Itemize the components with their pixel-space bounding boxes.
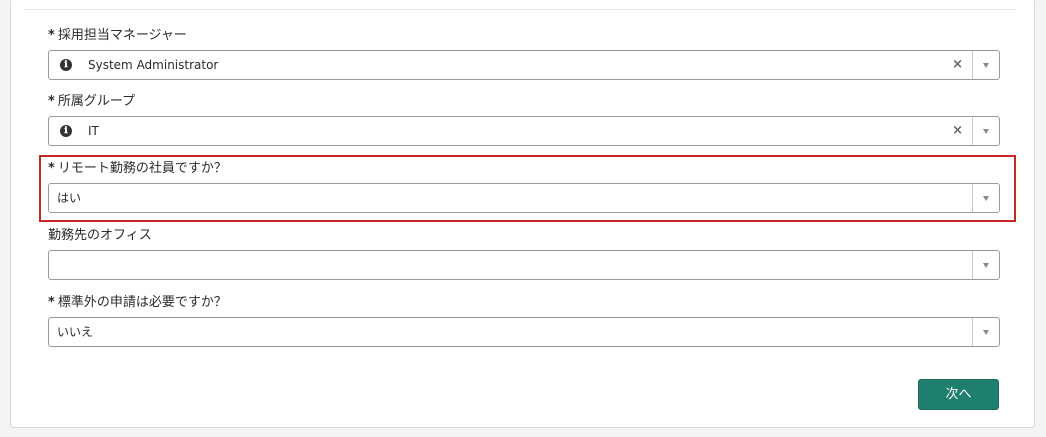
dropdown-toggle[interactable] <box>972 51 999 79</box>
nonstandard-request-label-text: 標準外の申請は必要ですか？ <box>57 295 227 310</box>
group-label-text: 所属グループ <box>57 94 136 109</box>
chevron-down-icon <box>983 196 989 201</box>
office-label: 勤務先のオフィス <box>48 228 152 244</box>
hiring-manager-select[interactable]: ℹ System Administrator × <box>48 50 1000 80</box>
remote-worker-value: はい <box>57 191 82 205</box>
group-value: IT <box>88 124 99 138</box>
dropdown-toggle[interactable] <box>972 318 999 346</box>
office-select[interactable] <box>48 250 1000 280</box>
clear-icon[interactable]: × <box>952 123 963 138</box>
required-mark: * <box>48 161 55 176</box>
chevron-down-icon <box>983 330 989 335</box>
group-select[interactable]: ℹ IT × <box>48 116 1000 146</box>
remote-worker-label-text: リモート勤務の社員ですか？ <box>57 161 227 176</box>
group-label: *所属グループ <box>48 94 135 110</box>
clear-icon[interactable]: × <box>952 57 963 72</box>
nonstandard-request-label: *標準外の申請は必要ですか？ <box>48 295 227 311</box>
dropdown-toggle[interactable] <box>972 251 999 279</box>
required-mark: * <box>48 94 55 109</box>
dropdown-toggle[interactable] <box>972 117 999 145</box>
hiring-manager-value: System Administrator <box>88 58 219 72</box>
required-mark: * <box>48 295 55 310</box>
office-label-text: 勤務先のオフィス <box>48 228 152 243</box>
chevron-down-icon <box>983 63 989 68</box>
dropdown-toggle[interactable] <box>972 184 999 212</box>
next-button[interactable]: 次へ <box>918 379 999 410</box>
hiring-manager-label-text: 採用担当マネージャー <box>57 28 187 43</box>
chevron-down-icon <box>983 263 989 268</box>
hiring-manager-label: *採用担当マネージャー <box>48 28 187 44</box>
nonstandard-request-select[interactable]: いいえ <box>48 317 1000 347</box>
top-divider <box>24 9 1017 10</box>
chevron-down-icon <box>983 129 989 134</box>
remote-worker-select[interactable]: はい <box>48 183 1000 213</box>
info-icon: ℹ <box>60 59 72 71</box>
remote-worker-label: *リモート勤務の社員ですか？ <box>48 161 227 177</box>
info-icon: ℹ <box>60 125 72 137</box>
required-mark: * <box>48 28 55 43</box>
nonstandard-request-value: いいえ <box>57 325 94 339</box>
